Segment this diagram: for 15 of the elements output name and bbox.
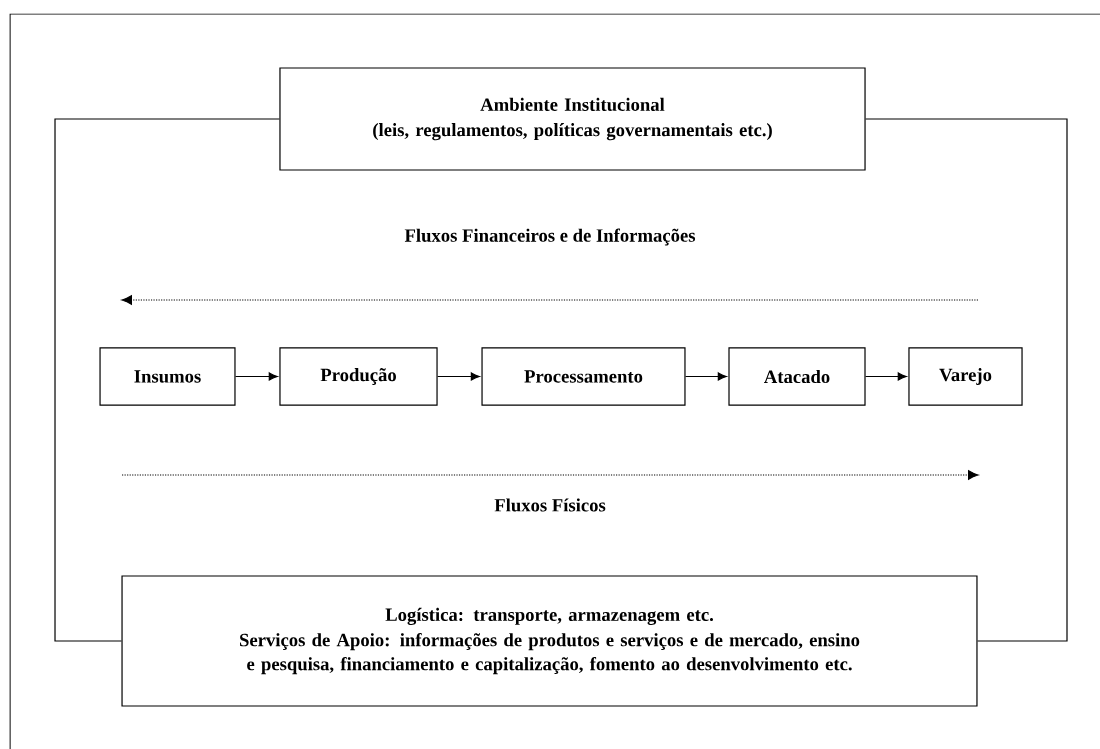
process-box: Varejo	[908, 347, 1023, 406]
connector-line	[234, 372, 278, 381]
process-box: Produção	[279, 347, 438, 406]
connector-line	[684, 372, 727, 381]
connector-line	[865, 372, 907, 381]
process-box: Processamento	[481, 347, 686, 406]
connector-line	[865, 118, 1068, 642]
info-box: Ambiente Institucional (leis, regulamentos, políticas governamentais etc.)	[279, 67, 866, 171]
process-box: Insumos	[99, 347, 236, 406]
flow-label: Fluxos Financeiros e de Informações	[404, 228, 696, 246]
connector-line	[437, 372, 480, 381]
process-box: Atacado	[728, 347, 866, 406]
flow-label: Fluxos Físicos	[494, 498, 606, 512]
connector-line	[54, 118, 280, 642]
info-box: Logística: transporte, armazenagem etc. Serviços de Apoio: informações de produtos e serviços e de mercado, ensino e pesquisa, financiamento e capitalização, fomento ao desenvolvimento etc.	[121, 575, 978, 707]
